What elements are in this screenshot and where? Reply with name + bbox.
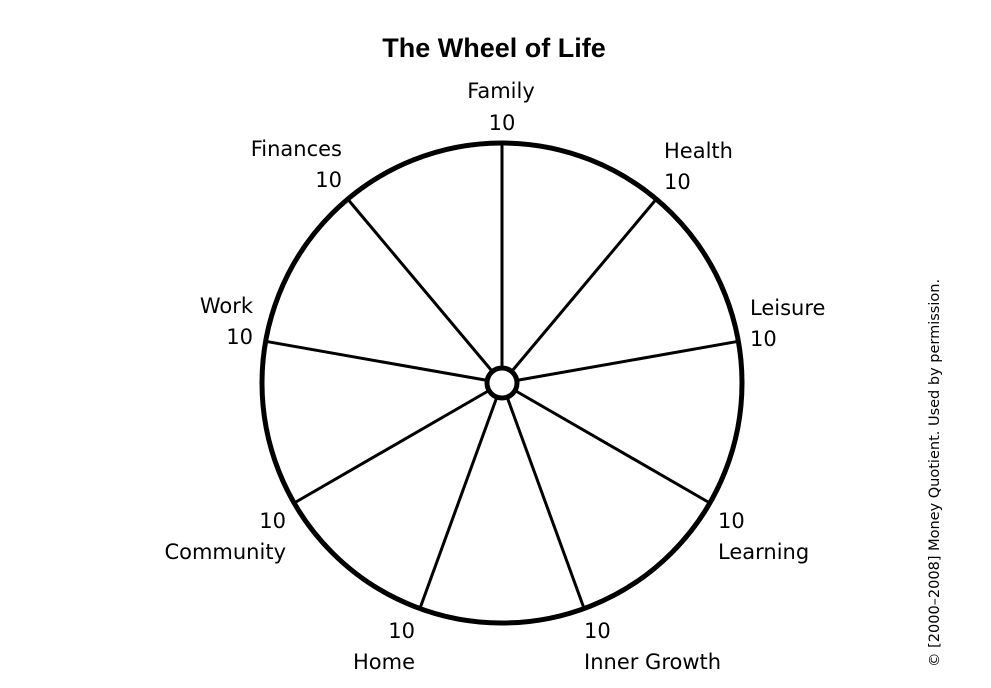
segment-label-community: Community: [164, 540, 286, 564]
segment-label-inner-growth: Inner Growth: [584, 650, 721, 674]
copyright-notice: © [2000–2008] Money Quotient. Used by pe…: [927, 279, 943, 667]
segment-score-learning: 10: [718, 509, 745, 533]
segment-score-inner-growth: 10: [584, 619, 611, 643]
spoke-community: [293, 389, 490, 505]
segment-label-home: Home: [353, 650, 415, 674]
spoke-inner-growth: [505, 396, 586, 610]
wheel-hub: [484, 365, 520, 401]
segment-score-work: 10: [226, 325, 253, 349]
spoke-finances: [346, 198, 494, 373]
segment-score-community: 10: [259, 509, 286, 533]
segment-score-home: 10: [388, 619, 415, 643]
segment-label-leisure: Leisure: [750, 296, 825, 320]
segment-score-leisure: 10: [750, 327, 777, 351]
wheel-spokes: [265, 143, 739, 610]
segment-score-finances: 10: [315, 168, 342, 192]
segment-label-health: Health: [664, 139, 733, 163]
segment-score-family: 10: [489, 111, 516, 135]
spoke-leisure: [516, 339, 739, 382]
segment-label-family: Family: [467, 79, 535, 103]
segment-label-finances: Finances: [251, 137, 342, 161]
spoke-work: [265, 339, 488, 382]
spoke-health: [510, 198, 658, 373]
spoke-learning: [514, 389, 711, 505]
spoke-home: [418, 396, 499, 610]
segment-label-work: Work: [200, 294, 254, 318]
diagram-title: The Wheel of Life: [382, 33, 606, 63]
segment-score-health: 10: [664, 170, 691, 194]
segment-label-learning: Learning: [718, 540, 809, 564]
